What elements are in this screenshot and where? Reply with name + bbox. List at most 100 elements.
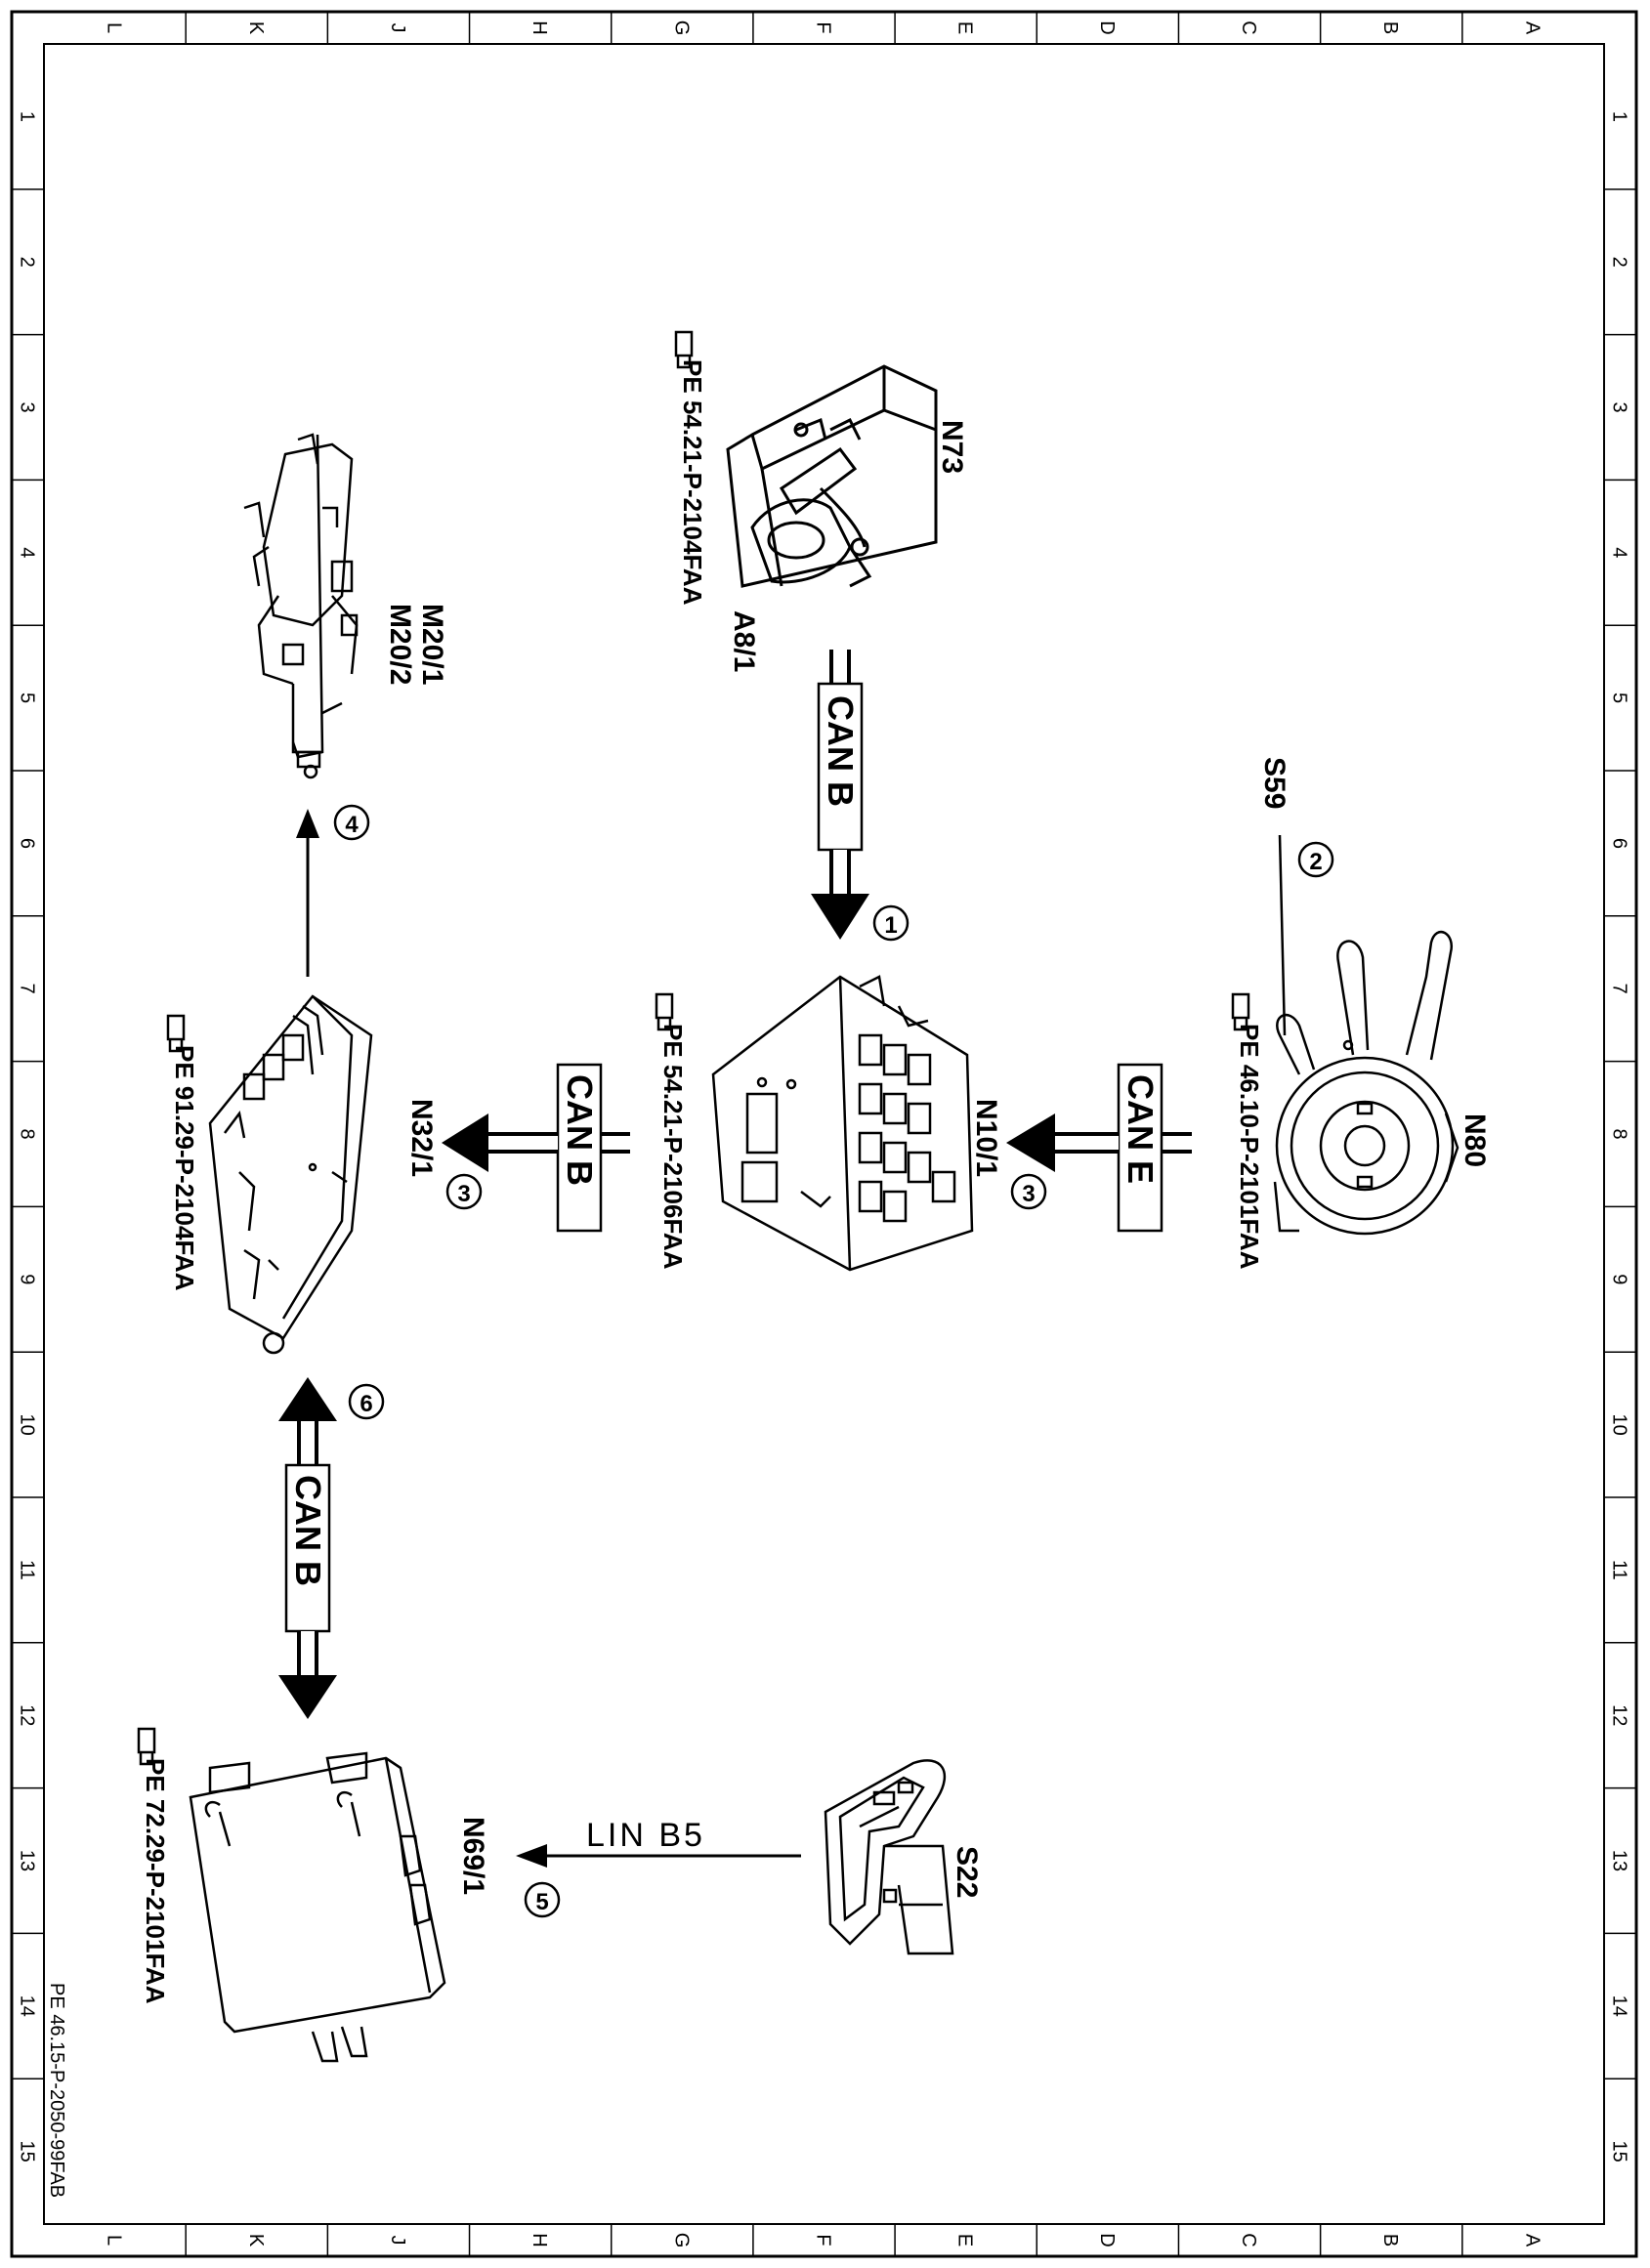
frame-column-label: F xyxy=(813,2234,834,2246)
frame-row-label: 7 xyxy=(1609,984,1630,994)
step-3b-marker: 3 xyxy=(445,1173,483,1210)
can-b-connection-1 xyxy=(811,650,869,940)
svg-text:6: 6 xyxy=(360,1391,372,1417)
step-2-marker: 2 xyxy=(1297,841,1334,878)
s59-label: S59 xyxy=(1258,757,1290,809)
frame-column-label: K xyxy=(245,2234,267,2247)
step-3a-marker: 3 xyxy=(1010,1173,1047,1210)
ignition-switch-icon xyxy=(726,364,938,588)
n32-1-label: N32/1 xyxy=(405,1099,438,1177)
pointing-hand-icon xyxy=(674,330,694,369)
frame-row-label: 6 xyxy=(17,838,38,849)
control-module-icon xyxy=(208,994,373,1355)
frame-row-label: 2 xyxy=(17,257,38,268)
svg-text:3: 3 xyxy=(457,1181,470,1207)
frame-column-label: B xyxy=(1379,21,1401,34)
frame-row-label: 11 xyxy=(17,1560,38,1580)
connection-4 xyxy=(296,809,319,977)
frame-row-label: 3 xyxy=(17,401,38,412)
m20-2-label: M20/2 xyxy=(384,604,416,685)
m20-1-label: M20/1 xyxy=(416,604,448,685)
svg-text:3: 3 xyxy=(1022,1181,1035,1207)
frame-row-label: 8 xyxy=(1609,1128,1630,1139)
frame-row-label: 9 xyxy=(1609,1274,1630,1284)
steering-lock-icon xyxy=(243,433,359,779)
frame-row-label: 3 xyxy=(1609,401,1630,412)
svg-text:4: 4 xyxy=(345,812,359,838)
inner-frame xyxy=(43,43,1605,2225)
a8-1-reference: PE 54.21-P-2104FAA xyxy=(678,359,707,606)
frame-row-label: 5 xyxy=(1609,693,1630,703)
svg-text:5: 5 xyxy=(535,1889,548,1915)
n69-1-label: N69/1 xyxy=(457,1817,489,1895)
frame-column-label: L xyxy=(104,2235,125,2246)
s59-leader xyxy=(1278,834,1287,1036)
frame-row-label: 1 xyxy=(17,111,38,122)
frame-row-label: 10 xyxy=(17,1413,38,1435)
frame-column-label: J xyxy=(387,23,408,33)
n32-1-reference: PE 91.29-P-2104FAA xyxy=(170,1045,199,1291)
frame-row-label: 7 xyxy=(17,984,38,994)
frame-row-label: 11 xyxy=(1609,1560,1630,1580)
svg-text:1: 1 xyxy=(884,912,897,939)
frame-row-label: 9 xyxy=(17,1274,38,1284)
frame-row-label: 15 xyxy=(1609,2140,1630,2162)
frame-column-label: G xyxy=(670,2233,692,2248)
can-b-connection-2 xyxy=(442,1063,630,1233)
n69-1-reference: PE 72.29-P-2101FAA xyxy=(141,1758,170,2004)
frame-row-label: 4 xyxy=(1609,547,1630,558)
frame-column-label: H xyxy=(529,21,550,34)
n10-1-label: N10/1 xyxy=(970,1099,1002,1177)
drawing-number: PE 46.15-P-2050-99FAB xyxy=(46,1983,67,2198)
frame-row-label: 1 xyxy=(1609,111,1630,122)
can-b-1-label: CAN B xyxy=(821,695,861,807)
frame-row-label: 15 xyxy=(17,2140,38,2162)
lin-b5-label: LIN B5 xyxy=(586,1817,705,1854)
frame-column-label: F xyxy=(813,21,834,33)
n80-reference: PE 46.10-P-2101FAA xyxy=(1235,1024,1264,1270)
frame-column-label: A xyxy=(1521,21,1543,35)
frame-column-label: K xyxy=(245,21,267,35)
frame-row-label: 13 xyxy=(17,1850,38,1871)
n73-label: N73 xyxy=(936,420,968,474)
control-module-icon xyxy=(711,975,974,1272)
can-e-label: CAN E xyxy=(1121,1074,1161,1184)
frame-column-label: A xyxy=(1521,2234,1543,2247)
step-6-marker: 6 xyxy=(348,1383,385,1420)
frame-row-label: 14 xyxy=(17,1995,38,2017)
frame-row-label: 2 xyxy=(1609,257,1630,268)
frame-row-label: 12 xyxy=(1609,1704,1630,1726)
svg-text:2: 2 xyxy=(1309,849,1322,875)
control-module-icon xyxy=(189,1751,446,2063)
frame-column-label: E xyxy=(954,2234,976,2247)
pointing-hand-icon xyxy=(137,1727,156,1766)
frame-row-label: 4 xyxy=(17,547,38,558)
frame-column-label: D xyxy=(1096,21,1118,34)
frame-row-label: 10 xyxy=(1609,1413,1630,1435)
frame-column-label: B xyxy=(1379,2234,1401,2247)
frame-row-label: 5 xyxy=(17,693,38,703)
can-b-3-label: CAN B xyxy=(288,1475,328,1586)
frame-column-label: L xyxy=(104,22,125,33)
combination-switch-icon xyxy=(824,1759,954,1955)
s22-label: S22 xyxy=(951,1846,983,1898)
step-4-marker: 4 xyxy=(333,804,370,841)
pointing-hand-icon xyxy=(166,1014,186,1053)
frame-row-label: 12 xyxy=(17,1704,38,1726)
n80-label: N80 xyxy=(1459,1113,1491,1167)
step-1-marker: 1 xyxy=(872,904,910,942)
outer-frame xyxy=(10,10,1638,2258)
frame-row-label: 8 xyxy=(17,1128,38,1139)
can-b-2-label: CAN B xyxy=(560,1074,600,1186)
frame-column-label: D xyxy=(1096,2233,1118,2247)
frame-row-label: 14 xyxy=(1609,1995,1630,2017)
frame-column-label: C xyxy=(1238,21,1259,34)
frame-column-label: G xyxy=(670,21,692,36)
frame-grid xyxy=(12,12,1636,2256)
pointing-hand-icon xyxy=(655,992,674,1031)
frame-column-label: H xyxy=(529,2233,550,2247)
frame-column-label: C xyxy=(1238,2233,1259,2247)
frame-row-label: 6 xyxy=(1609,838,1630,849)
can-b-connection-3 xyxy=(278,1377,337,1719)
